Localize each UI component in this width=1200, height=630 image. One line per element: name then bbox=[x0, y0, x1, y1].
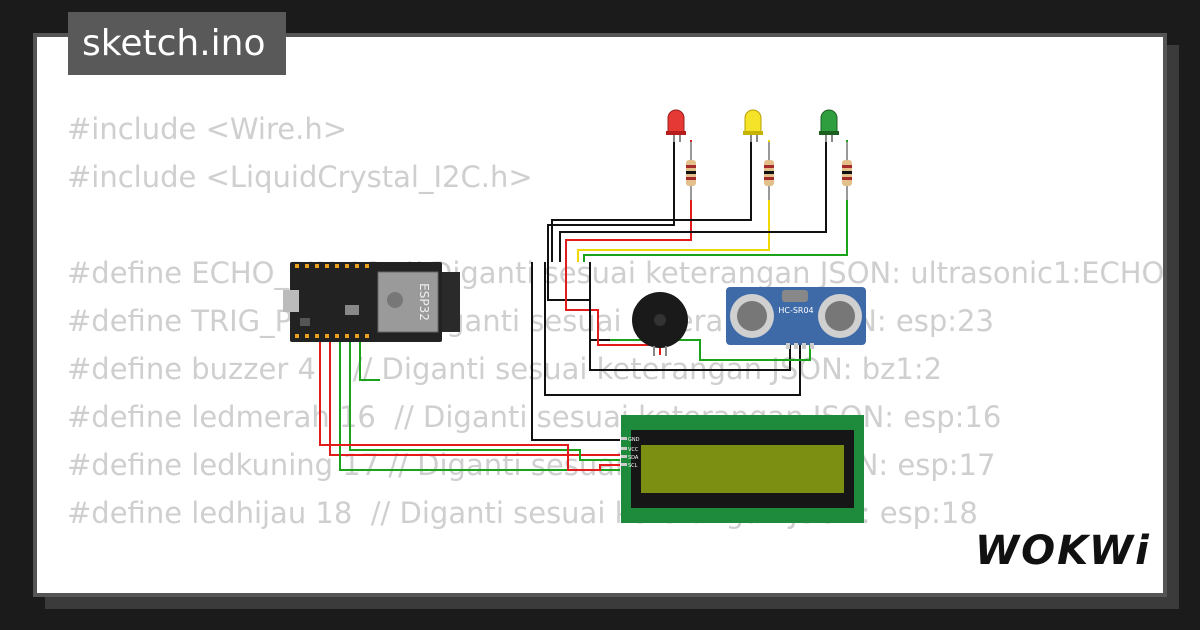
resistor bbox=[764, 142, 774, 200]
resistor bbox=[842, 142, 852, 200]
led-green bbox=[819, 109, 839, 142]
resistor bbox=[686, 142, 696, 200]
file-name-tag: sketch.ino bbox=[68, 12, 286, 75]
esp32-board: ESP32 bbox=[283, 262, 460, 342]
code-line: #include <LiquidCrystal_I2C.h> bbox=[67, 160, 533, 194]
frame-shadow-right bbox=[1167, 45, 1179, 609]
ultrasonic-sensor: HC-SR04 bbox=[726, 287, 866, 349]
code-line: #include <Wire.h> bbox=[67, 112, 348, 146]
wokwi-logo: WOKWi bbox=[975, 528, 1151, 574]
sensor-label: HC-SR04 bbox=[778, 306, 813, 315]
lcd-pin-label: SDA bbox=[628, 455, 639, 461]
lcd-display: GND VCC SDA SCL bbox=[621, 415, 864, 523]
code-line: #define ECHO_PIN 19 // Diganti sesuai ke… bbox=[67, 256, 1165, 290]
lcd-pin-label: SCL bbox=[628, 463, 638, 469]
led-red bbox=[666, 109, 686, 142]
buzzer bbox=[632, 292, 688, 356]
lcd-pin-label: GND bbox=[628, 437, 640, 443]
lcd-pin-label: VCC bbox=[628, 447, 639, 453]
frame-shadow-bottom bbox=[45, 597, 1179, 609]
code-line: LiquidCrystal_I2C lcd(0x27, 20, 4); // A… bbox=[67, 585, 1163, 593]
esp32-label: ESP32 bbox=[417, 283, 431, 321]
led-yellow bbox=[743, 109, 763, 142]
